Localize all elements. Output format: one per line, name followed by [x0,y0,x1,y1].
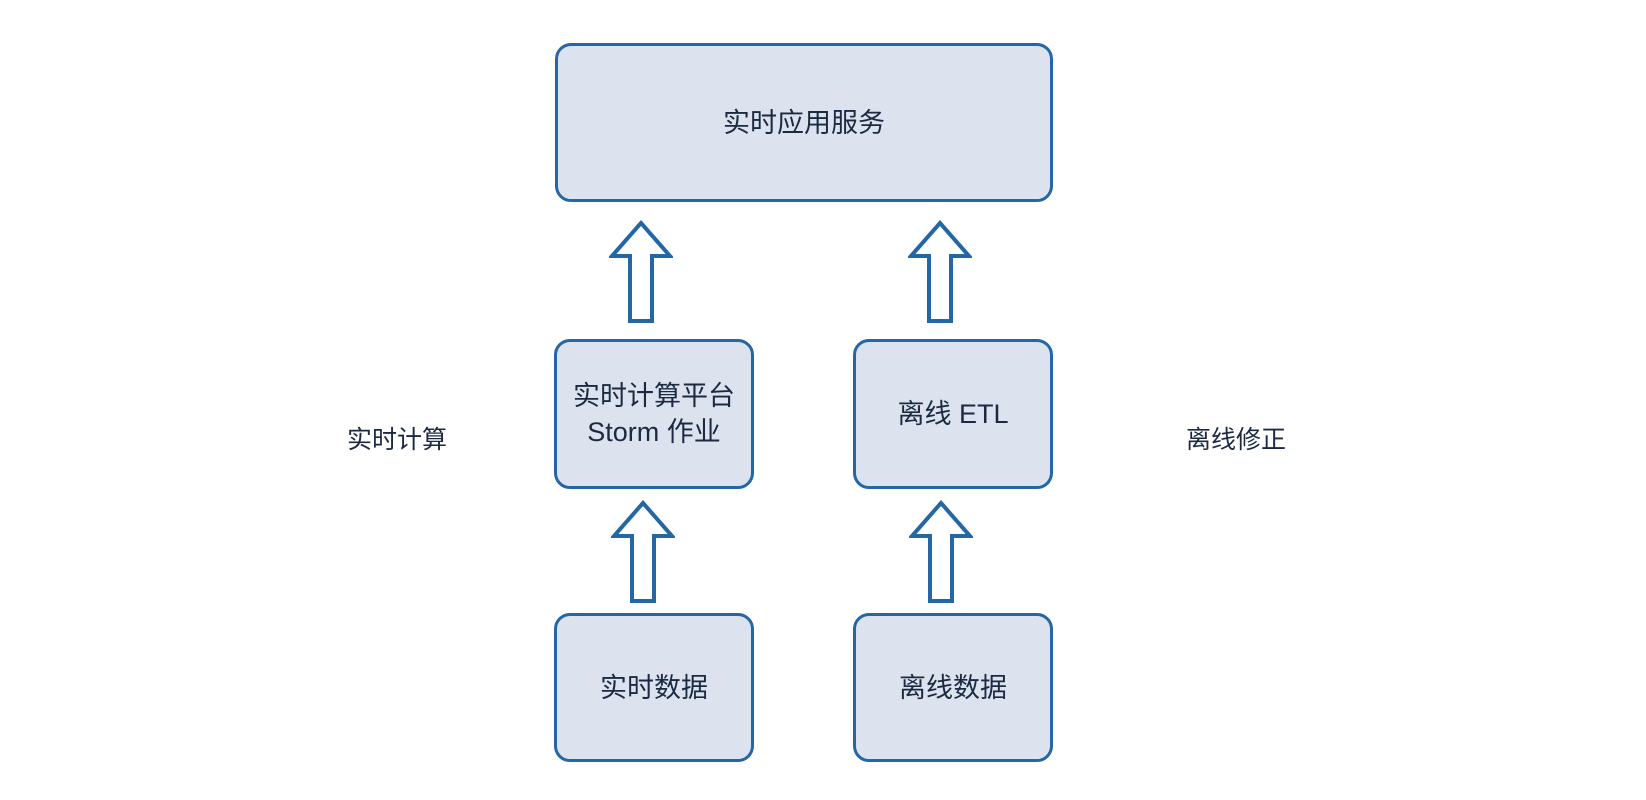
node-offline-data: 离线数据 [853,613,1053,762]
node-offline-etl: 离线 ETL [853,339,1053,489]
node-label: 实时应用服务 [723,107,885,138]
node-label: 离线数据 [899,672,1007,703]
node-label: 离线 ETL [897,399,1009,429]
node-realtime-data: 实时数据 [554,613,754,762]
up-arrow-icon [609,220,673,323]
node-label-line1: 实时计算平台 [573,381,735,411]
node-realtime-compute-storm: 实时计算平台 Storm 作业 [554,339,754,489]
up-arrow-icon [611,500,675,603]
node-realtime-app-service: 实时应用服务 [555,43,1053,202]
annotation-offline-correction: 离线修正 [1185,426,1286,454]
up-arrow-icon [908,220,972,323]
annotation-realtime-computing: 实时计算 [346,426,447,454]
up-arrow-icon [909,500,973,603]
node-label-line2: Storm 作业 [587,417,721,447]
node-label: 实时数据 [600,672,708,703]
